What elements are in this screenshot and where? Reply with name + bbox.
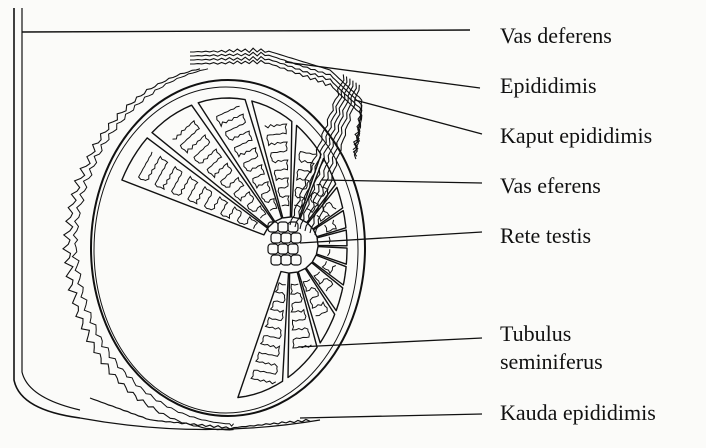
rete-cell xyxy=(268,244,278,254)
scrotal-wall-inner xyxy=(22,8,80,410)
rete-cell xyxy=(288,244,298,254)
label-kaput-epididimis: Kaput epididimis xyxy=(500,124,652,148)
scrotal-wall-outer xyxy=(14,8,80,418)
testis-outline xyxy=(14,8,470,430)
epididymis-head-coil xyxy=(190,52,362,153)
label-tubulus-line1: Tubulus xyxy=(500,322,571,346)
rete-cell xyxy=(291,233,301,243)
rete-cell xyxy=(291,255,301,265)
seminiferous-lobules xyxy=(122,98,347,398)
tubule-coil xyxy=(139,152,258,229)
tubule-coil xyxy=(329,237,330,244)
lobule-outline xyxy=(198,98,282,222)
label-rete-testis: Rete testis xyxy=(500,224,591,248)
rete-cell xyxy=(281,233,291,243)
tubule-coil xyxy=(251,283,286,384)
rete-cell xyxy=(271,255,281,265)
rete-cell xyxy=(281,255,291,265)
leader-tubulus-seminiferus xyxy=(298,338,482,347)
label-vas-eferens: Vas eferens xyxy=(500,174,601,198)
vas-deferens-duct xyxy=(22,30,470,32)
leader-kauda-epididimis xyxy=(300,414,482,418)
efferent-duct xyxy=(305,81,353,231)
rete-cell xyxy=(271,233,281,243)
leader-kaput-epididimis xyxy=(355,100,482,134)
label-kauda-epididimis: Kauda epididimis xyxy=(500,401,656,425)
label-tubulus-line2: seminiferus xyxy=(500,350,603,374)
epididymis-body-coil xyxy=(63,69,234,430)
leader-epididimis xyxy=(285,62,480,88)
tubule-coil xyxy=(328,249,330,256)
leader-lines xyxy=(285,62,482,418)
label-epididimis: Epididimis xyxy=(500,74,597,98)
rete-cell xyxy=(278,222,288,232)
epididymis-body-coil xyxy=(72,69,233,426)
label-vas-deferens: Vas deferens xyxy=(500,24,612,48)
rete-cell xyxy=(278,244,288,254)
efferent-duct xyxy=(290,74,344,225)
